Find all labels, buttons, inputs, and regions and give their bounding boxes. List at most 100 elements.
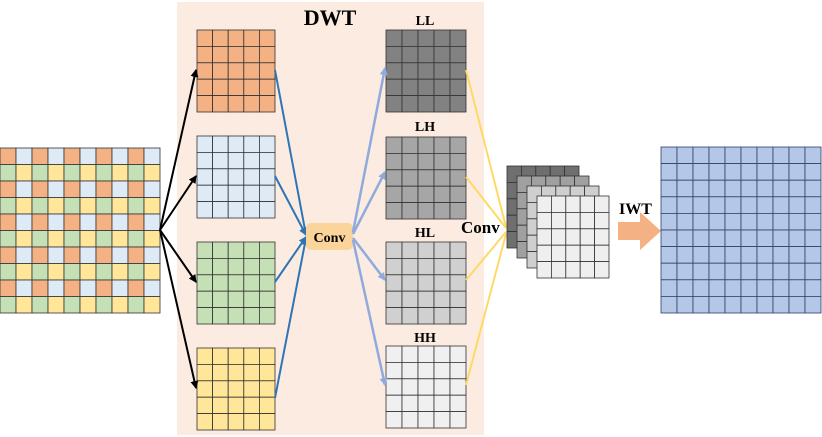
grid-cell [196, 363, 214, 382]
grid-cell [536, 261, 552, 279]
grid-cell [788, 163, 806, 181]
grid-cell [788, 146, 806, 165]
grid-cell [594, 211, 610, 230]
grid-cell [79, 230, 97, 248]
grid-cell [788, 229, 806, 248]
grid-cell [0, 180, 17, 198]
grid-cell [212, 168, 229, 186]
grid-cell [385, 152, 403, 171]
grid-cell [449, 307, 467, 325]
grid-cell [0, 296, 17, 314]
grid-cell [227, 168, 245, 186]
grid-cell [258, 135, 276, 153]
grid-cell [95, 263, 113, 281]
grid-cell [95, 279, 113, 297]
grid-cell [127, 197, 145, 215]
grid-cell [143, 279, 161, 297]
grid-cell [676, 163, 694, 181]
grid-cell [401, 241, 419, 259]
grid-cell [740, 279, 758, 297]
grid-cell [243, 95, 260, 113]
grid-cell [95, 246, 113, 264]
grid-cell [243, 257, 260, 276]
grid-cell [579, 228, 596, 246]
grid-cell [708, 163, 726, 181]
grid-cell [0, 213, 17, 231]
grid-cell [385, 169, 403, 187]
grid-cell [676, 179, 694, 198]
grid-cell [31, 230, 49, 248]
grid-cell [63, 213, 81, 231]
conv-label-2: Conv [461, 218, 500, 237]
grid-cell [756, 262, 774, 281]
grid-cell [708, 196, 726, 214]
grid-cell [804, 262, 822, 281]
grid-cell [111, 197, 129, 215]
grid-cell [433, 241, 451, 259]
grid-cell [772, 146, 790, 165]
grid-cell [196, 396, 214, 415]
grid-cell [227, 46, 245, 64]
grid-cell [243, 151, 260, 170]
grid-cell [740, 262, 758, 281]
grid-cell [212, 29, 229, 47]
grid-cell [227, 62, 245, 80]
grid-cell [401, 152, 419, 171]
arrow-yellow-to-conv [274, 237, 309, 399]
grid-cell [417, 62, 435, 80]
grid-cell [227, 290, 245, 309]
grid-cell [243, 201, 260, 219]
grid-cell [449, 152, 467, 171]
grid-cell [63, 230, 81, 248]
grid-cell [756, 212, 774, 231]
grid-cell [449, 202, 467, 220]
grid-cell [433, 257, 451, 276]
grid-cell [243, 46, 260, 64]
grid-cell [127, 263, 145, 281]
grid-cell [401, 290, 419, 309]
grid-cell [227, 135, 245, 153]
grid-cell [401, 169, 419, 187]
grid-cell [31, 180, 49, 198]
grid-cell [660, 295, 678, 314]
grid-cell [401, 29, 419, 47]
grid-cell [15, 296, 33, 314]
grid-cell [63, 296, 81, 314]
grid-cell [212, 307, 229, 325]
grid-cell [724, 179, 742, 198]
grid-cell [258, 290, 276, 309]
grid-cell [385, 78, 403, 96]
grid-cell [449, 46, 467, 64]
grid-cell [385, 257, 403, 276]
grid-cell [772, 196, 790, 214]
grid-cell [243, 380, 260, 398]
grid-cell [243, 62, 260, 80]
grid-cell [47, 147, 65, 165]
grid-cell [243, 168, 260, 186]
grid-cell [417, 241, 435, 259]
grid-cell [143, 197, 161, 215]
grid-cell [143, 180, 161, 198]
grid-cell [676, 196, 694, 214]
grid-cell [227, 347, 245, 365]
grid-cell [227, 241, 245, 259]
grid-cell [676, 279, 694, 297]
grid-cell [47, 296, 65, 314]
grid-cell [212, 380, 229, 398]
grid-cell [708, 295, 726, 314]
grid-cell [111, 230, 129, 248]
grid-cell [772, 295, 790, 314]
grid-cell [804, 279, 822, 297]
grid-cell [212, 347, 229, 365]
grid-cell [417, 361, 435, 380]
grid-cell [258, 168, 276, 186]
grid-cell [212, 184, 229, 202]
grid-cell [692, 279, 710, 297]
grid-cell [196, 135, 214, 153]
grid-cell [227, 396, 245, 415]
grid-cell [196, 95, 214, 113]
grid-cell [804, 179, 822, 198]
grid-cell [724, 262, 742, 281]
